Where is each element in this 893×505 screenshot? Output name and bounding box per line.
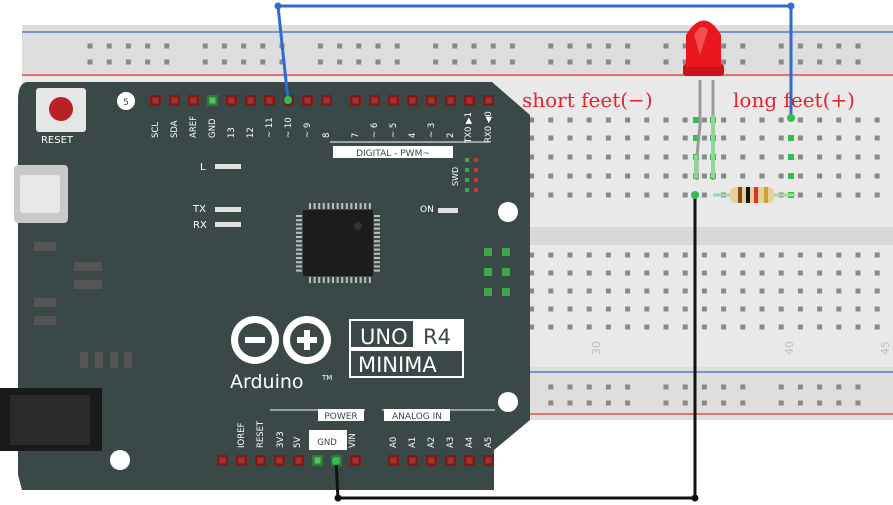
hole-number: 5 [123,98,129,108]
short-feet-annotation: short feet(−) [522,88,653,112]
power-banner [318,409,364,421]
mount-hole [117,92,135,110]
power-label: POWER [324,412,357,422]
power-pin-label: VIN [348,433,358,448]
digital-pin-label: ~ 6 [370,123,380,138]
digital-pin-label: ~ 5 [389,123,399,138]
digital-pin-labels: SCL SDA AREF GND 13 12 ~ 11 ~ 10 ~ 9 8 7 ~ 6 ~ 5 4 ~ 3… [151,116,456,138]
digital-pin-label: ~ 9 [303,123,313,138]
reset-button-cap[interactable] [49,97,73,121]
black-wire [334,195,697,500]
column-number-45: 45 [879,341,892,355]
l-led-label: L [200,162,206,173]
microcontroller-chip [296,203,380,283]
digital-pin-label: GND [208,118,218,138]
model-minima: MINIMA [358,353,437,377]
reset-label: RESET [41,135,74,146]
digital-label: DIGITAL - PWM~ [356,149,430,159]
power-analog-pin-labels: IOREF RESET 3V3 5V GND VIN A0 A1 A2 A3 A4 A5 [237,420,494,448]
long-feet-annotation: long feet(+) [733,88,855,112]
trademark: TM [321,374,332,382]
digital-pin-label: ~ 10 [284,117,294,138]
power-pin-label: 3V3 [276,431,286,448]
digital-pin-label: 4 [408,133,418,138]
power-pin-label: 5V [293,437,303,448]
analog-pin-label: A2 [427,437,437,448]
tx0-pin-label: TX0 ▶1 [464,112,474,144]
brand-name: Arduino [230,371,304,393]
arduino-logo [231,316,331,364]
digital-pin-label: 13 [227,127,237,138]
mount-hole [498,202,518,222]
power-pin-label: GND [317,438,337,448]
rx-led-label: RX [193,220,207,231]
analog-pin-label: A1 [408,437,418,448]
analog-pin-label: A3 [446,437,456,448]
column-number-30: 30 [590,341,603,355]
gnd-highlight [309,430,347,450]
blue-wire [276,4,793,118]
mount-hole [110,450,130,470]
column-number-40: 40 [783,341,796,355]
digital-pin-label: AREF [189,116,199,138]
tx-led-label: TX [192,204,206,215]
mount-hole [498,392,518,412]
digital-pin-label: SCL [151,122,161,138]
power-pin-label: RESET [256,420,266,448]
swd-label: SWD [451,167,460,186]
red-led [683,20,724,180]
model-r4: R4 [423,325,451,349]
digital-pin-label: ~ 3 [427,123,437,138]
digital-pin-label: 7 [351,133,361,138]
digital-pin-label: 12 [246,127,256,138]
digital-banner [333,146,453,158]
resistor [713,187,795,203]
analog-label: ANALOG IN [392,412,442,422]
rx0-pin-label: RX0 ◀0 [484,111,494,143]
digital-pin-label: 8 [322,133,332,138]
digital-pin-label: 2 [446,133,456,138]
analog-pin-label: A5 [484,437,494,448]
analog-pin-label: A4 [465,437,475,448]
model-uno: UNO [360,325,408,349]
arduino-board: 5 RESET L TX RX ON SWD [0,82,530,490]
analog-pin-label: A0 [389,437,399,448]
on-led-label: ON [420,205,434,215]
power-analog-header [217,455,494,466]
power-pin-label: IOREF [237,423,247,448]
digital-pin-label: SDA [170,120,180,138]
digital-pin-label: ~ 11 [265,117,275,138]
analog-banner [384,409,450,421]
